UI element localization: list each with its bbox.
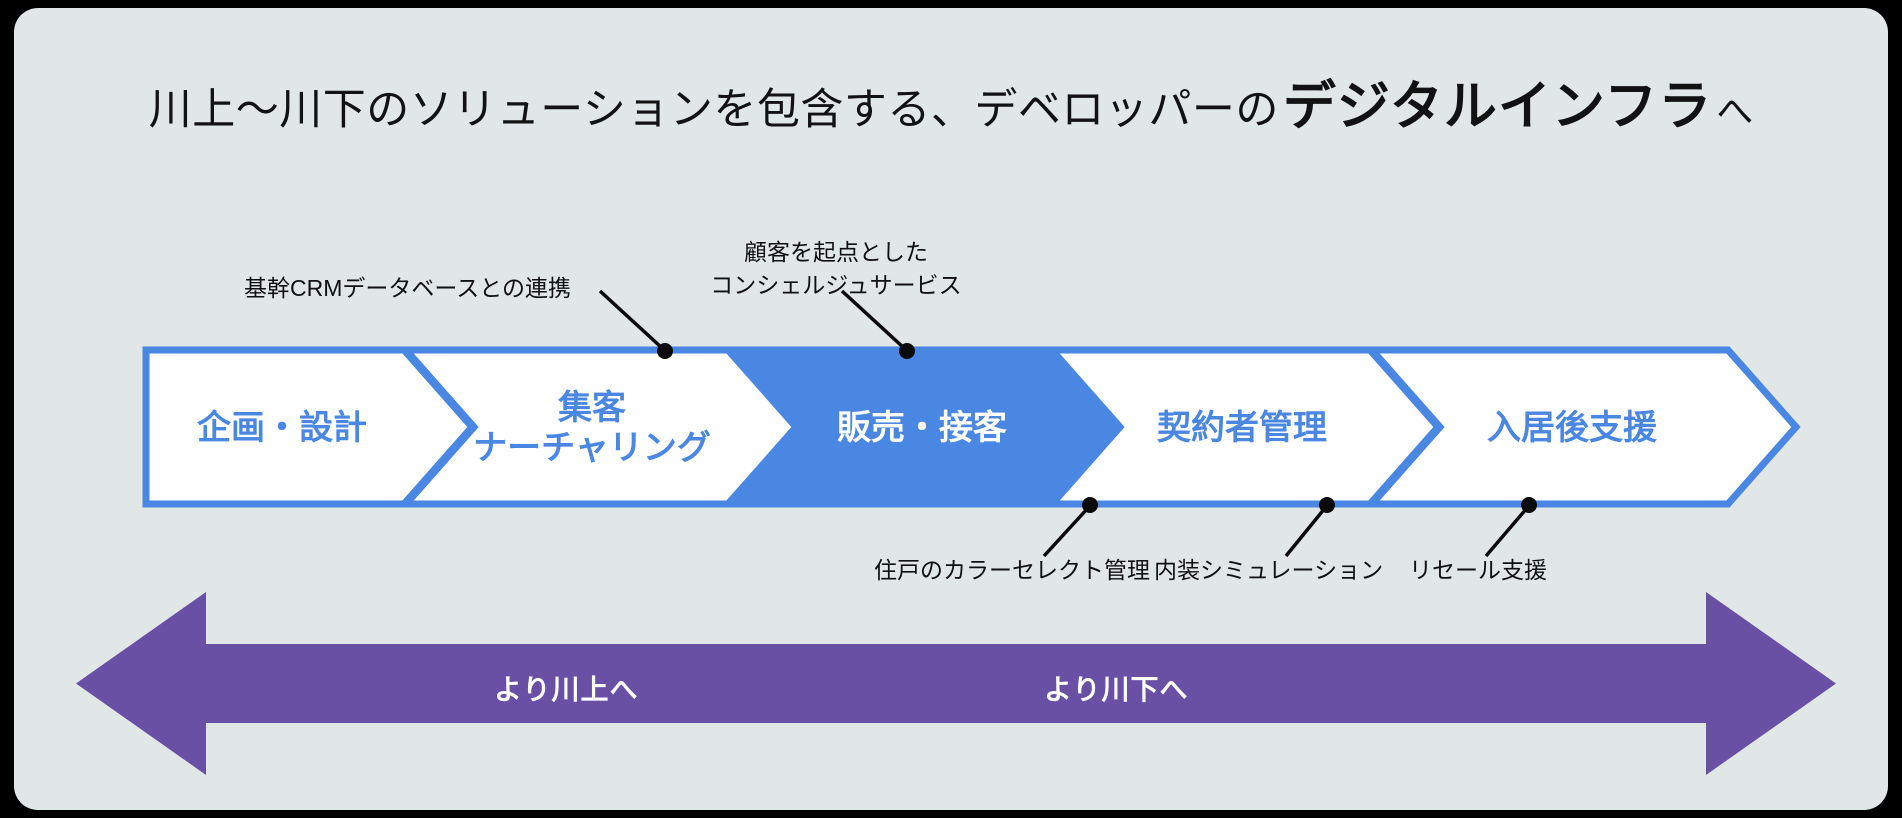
stage-shape-aftercare[interactable] [1364, 346, 1801, 508]
page-title: 川上〜川下のソリューションを包含する、デベロッパーのデジタルインフラへ [14, 80, 1888, 133]
leader-line-color-select [1042, 506, 1090, 558]
upstream-downstream-axis-arrow: より川上へ より川下へ [76, 586, 1836, 781]
title-tail-text: へ [1716, 91, 1754, 132]
axis-label-upstream: より川上へ [494, 674, 639, 705]
callout-interior-sim: 内装シミュレーション [1154, 557, 1384, 583]
diagram-card: 川上〜川下のソリューションを包含する、デベロッパーのデジタルインフラへ 企画・設… [14, 8, 1888, 810]
leader-line-interior-sim [1284, 506, 1327, 558]
title-emphasis-text: デジタルインフラ [1282, 77, 1713, 136]
leader-dot-crm [657, 343, 673, 359]
callout-concierge: 顧客を起点とした コンシェルジュサービス [710, 239, 962, 298]
callout-resale: リセール支援 [1409, 557, 1547, 583]
callout-crm: 基幹CRMデータベースとの連携 [244, 275, 571, 301]
axis-label-downstream: より川下へ [1044, 674, 1189, 705]
callout-leader-lines [598, 289, 1537, 558]
double-arrow-shape [76, 592, 1836, 775]
callout-color-select: 住戸のカラーセレクト管理 [874, 557, 1150, 583]
leader-dot-concierge [899, 343, 915, 359]
leader-line-concierge [840, 289, 906, 350]
leader-line-crm [598, 289, 664, 350]
leader-line-resale [1484, 506, 1529, 558]
title-lead-text: 川上〜川下のソリューションを包含する、デベロッパーの [148, 86, 1279, 134]
